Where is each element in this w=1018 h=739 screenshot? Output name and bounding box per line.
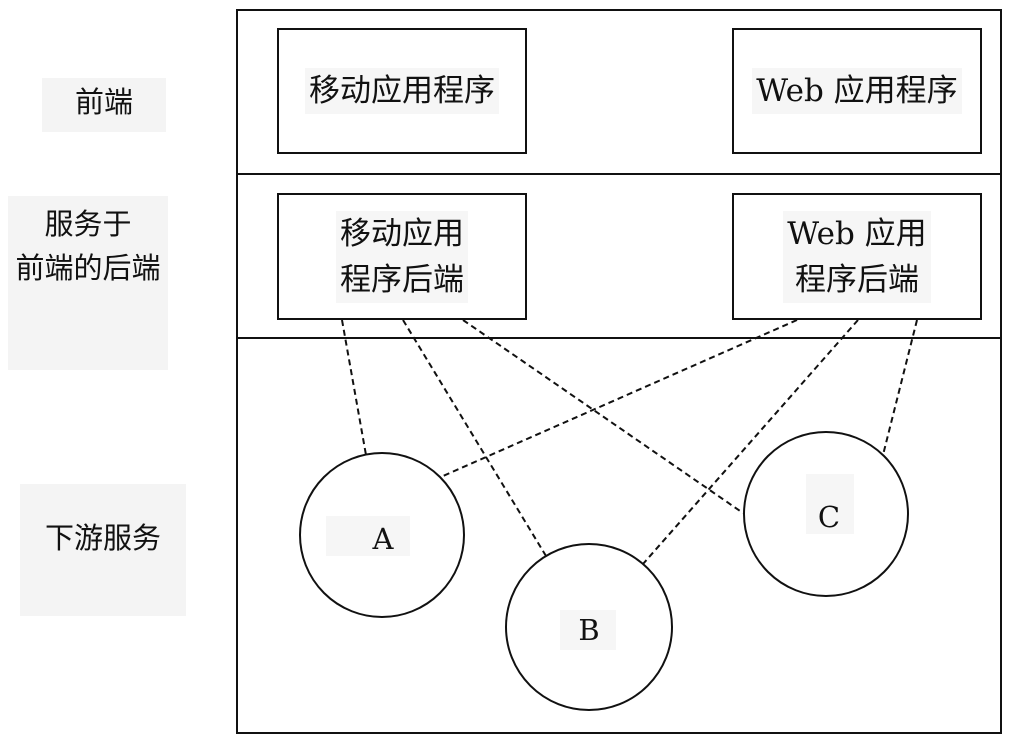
- service-c: C: [743, 431, 909, 597]
- frontend-layer-label: 前端: [42, 78, 166, 132]
- service-b-label: B: [578, 613, 599, 647]
- architecture-frame: [236, 9, 1002, 734]
- service-a-label: A: [372, 522, 395, 556]
- connection-web-backend-to-c: [882, 319, 918, 456]
- connection-mobile-backend-to-a: [341, 319, 367, 456]
- service-b: B: [505, 543, 673, 711]
- service-a: A: [299, 452, 465, 618]
- dashed-connections: [341, 319, 918, 565]
- connection-web-backend-to-b: [642, 319, 859, 565]
- downstream-layer-label: 下游服务: [20, 484, 186, 616]
- bff-layer-text-line2: 前端的后端: [15, 251, 161, 285]
- web-backend-label-line2: 程序后端: [794, 261, 919, 298]
- mobile-backend-label-line1: 移动应用: [340, 215, 464, 252]
- service-a-label-bg: [326, 516, 410, 556]
- bff-layer-text-line1: 服务于: [44, 207, 132, 241]
- connection-web-backend-to-a: [442, 319, 798, 477]
- web-app-label: Web 应用程序: [752, 68, 962, 114]
- bff-layer-label: 服务于 前端的后端: [8, 196, 168, 370]
- downstream-layer-text: 下游服务: [44, 521, 161, 555]
- frontend-bff-divider: [236, 173, 1002, 175]
- web-backend-label-line1: Web 应用: [787, 215, 927, 252]
- bff-downstream-divider: [236, 337, 1002, 339]
- mobile-app-label: 移动应用程序: [305, 68, 499, 114]
- service-c-label: C: [818, 500, 840, 534]
- connection-mobile-backend-to-b: [402, 319, 547, 557]
- mobile-app-box: 移动应用程序: [277, 28, 527, 154]
- connection-mobile-backend-to-c: [462, 319, 744, 514]
- mobile-backend-label-line2: 程序后端: [340, 261, 464, 298]
- service-b-label-bg: [560, 610, 616, 650]
- frontend-layer-text: 前端: [74, 85, 133, 119]
- service-c-label-bg: [806, 474, 854, 534]
- web-app-box: Web 应用程序: [732, 28, 982, 154]
- mobile-backend-label: 移动应用 程序后端: [336, 210, 468, 303]
- mobile-backend-box: 移动应用 程序后端: [277, 193, 527, 320]
- web-backend-box: Web 应用 程序后端: [732, 193, 982, 320]
- web-backend-label: Web 应用 程序后端: [783, 210, 931, 303]
